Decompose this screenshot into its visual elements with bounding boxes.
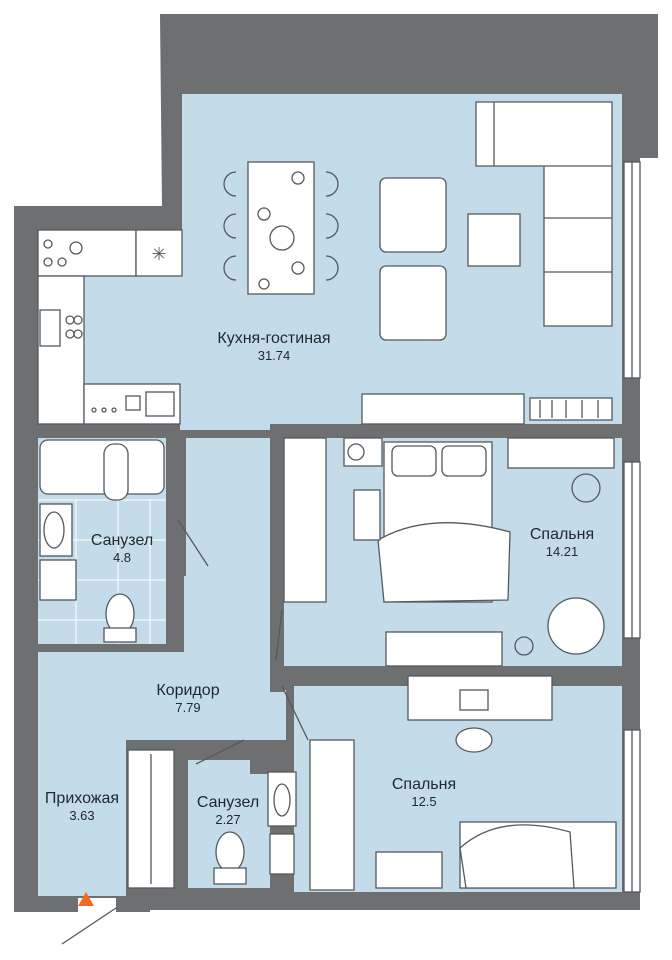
bedroom-1-furniture [283,437,615,667]
room-name: Санузел [90,532,154,549]
room-label-hallway: Прихожая 3.63 [45,790,119,823]
entrance-triangle-icon [78,892,94,906]
room-area: 2.27 [215,812,241,827]
bedroom-2-furniture [309,675,617,891]
room-label-corridor: Коридор 7.79 [156,682,219,715]
room-label-bathroom-2: Санузел 2.27 [197,794,259,827]
room-label-bathroom-1: Санузел 4.8 [91,532,153,565]
floor-hallway [38,748,126,896]
room-area: 4.8 [112,550,132,565]
room-name: Санузел [196,794,260,811]
hallway-wardrobe [127,749,175,889]
bathroom-1-fixtures [39,439,165,643]
living-furniture [361,101,613,425]
bathroom-2-fixtures [213,771,297,885]
room-name: Коридор [156,682,220,699]
room-name: Спальня [529,526,595,543]
room-name: Спальня [391,776,457,793]
room-area: 3.63 [69,808,95,823]
kitchen-furniture: ✳ [37,229,183,425]
room-name: Кухня-гостиная [217,330,331,347]
dining-table [223,161,339,295]
room-area: 31.74 [257,348,291,363]
room-label-bedroom-2: Спальня 12.5 [392,776,456,809]
svg-text:✳: ✳ [151,244,166,265]
room-label-kitchen-living: Кухня-гостиная 31.74 [217,330,330,363]
room-label-bedroom-1: Спальня 14.21 [530,526,594,559]
floor-kitchen-living [38,94,622,430]
room-area: 14.21 [545,544,579,559]
doors [61,519,309,945]
room-name: Прихожая [44,790,120,807]
windows [623,161,641,893]
room-area: 7.79 [175,700,201,715]
room-area: 12.5 [411,794,437,809]
